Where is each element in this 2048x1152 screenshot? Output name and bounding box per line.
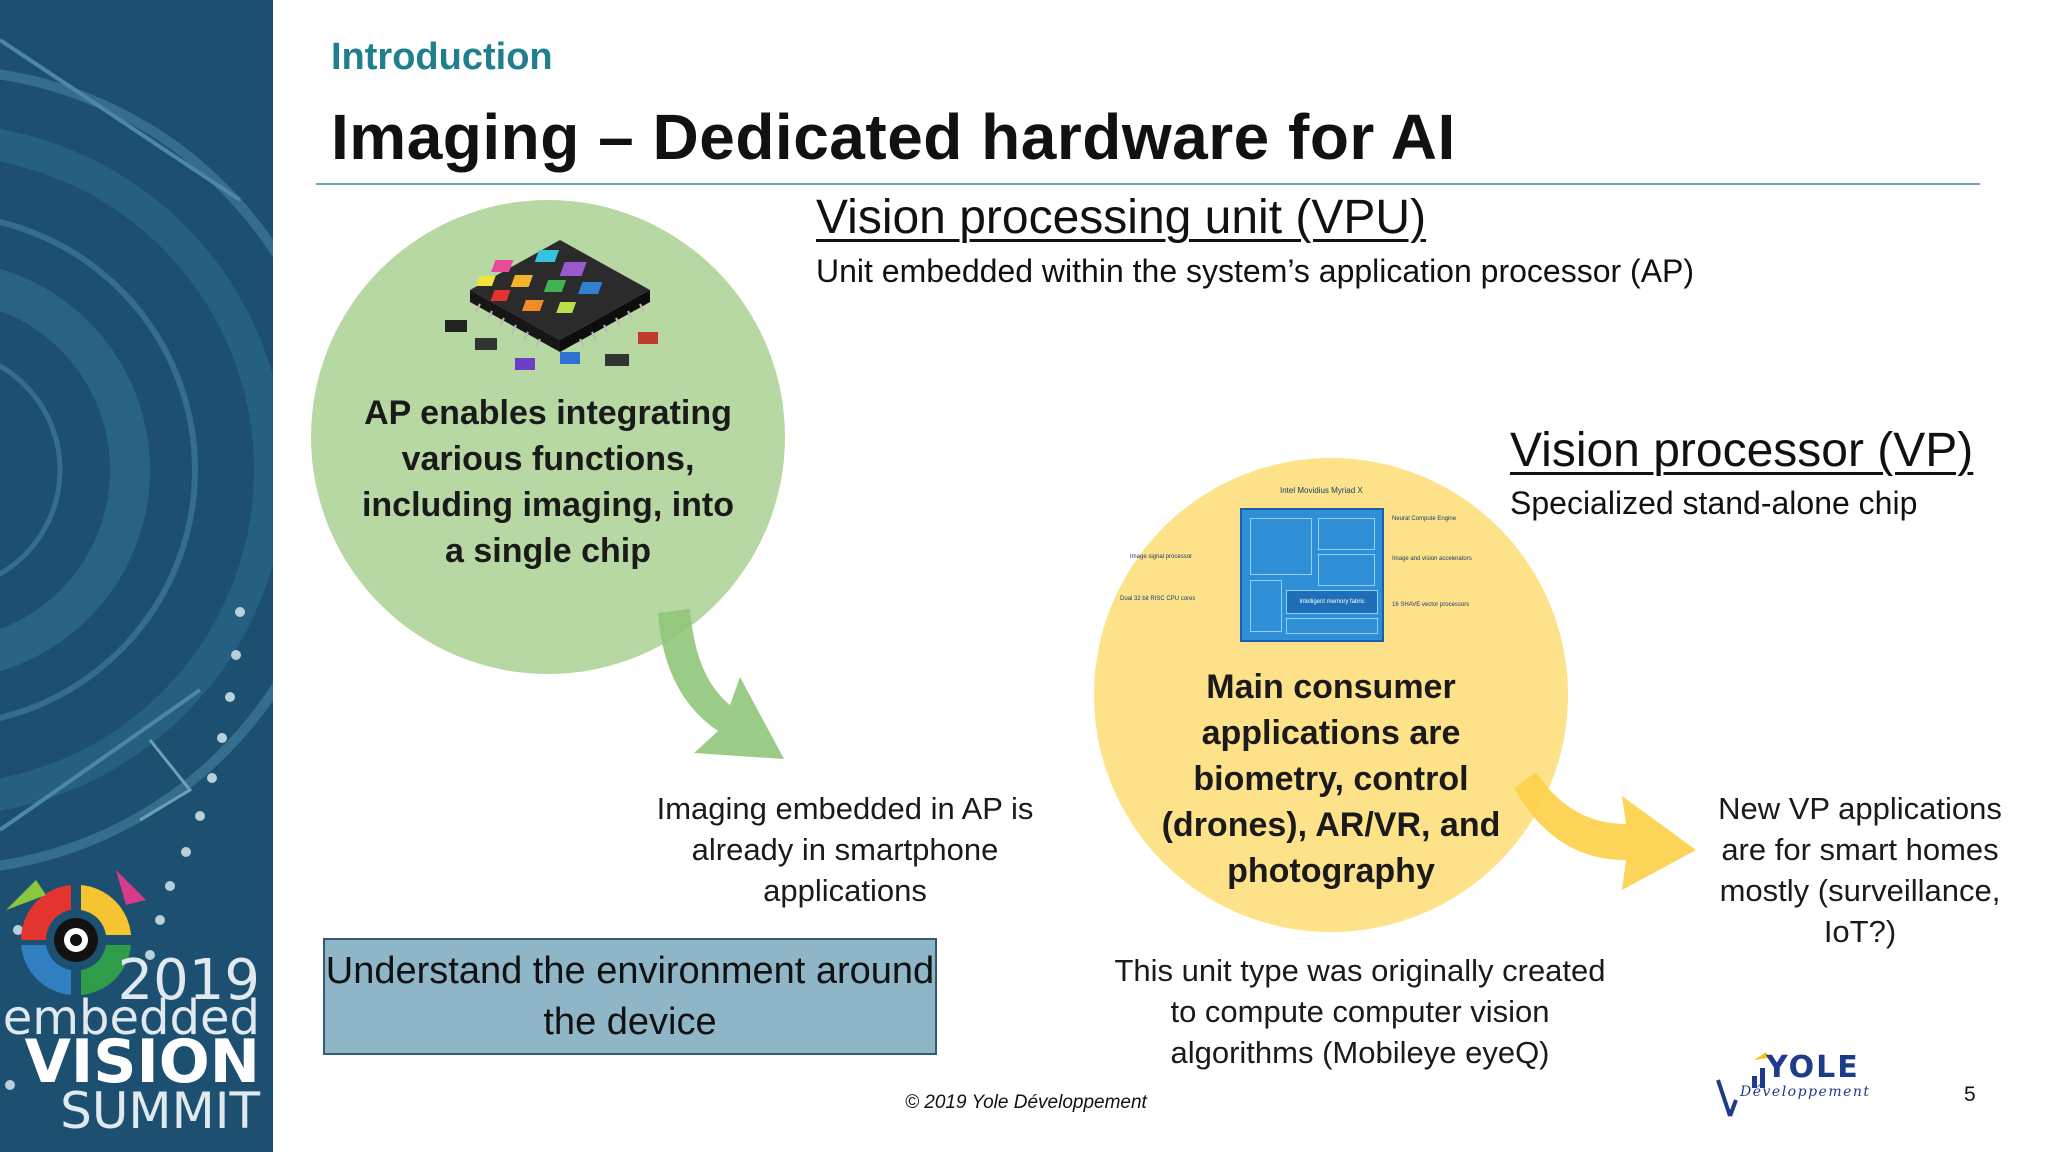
copyright-text: © 2019 Yole Développement bbox=[905, 1092, 1147, 1113]
die-label-cpu: Dual 32 bit RISC CPU cores bbox=[1120, 596, 1196, 602]
die-label-nce: Neural Compute Engine bbox=[1392, 516, 1457, 522]
yole-logo-name: YOLE bbox=[1766, 1050, 1860, 1085]
vpu-subheading: Unit embedded within the system’s applic… bbox=[816, 253, 1695, 289]
die-inner-label: Intelligent memory fabric bbox=[1286, 590, 1378, 614]
callout-box: Understand the environment around the de… bbox=[323, 938, 937, 1055]
page-number: 5 bbox=[1964, 1083, 1976, 1106]
die-label-accel: Image and vision accelerators bbox=[1392, 556, 1472, 562]
ap-circle-text: AP enables integrating various functions… bbox=[361, 394, 735, 570]
vp-heading: Vision processor (VP) bbox=[1510, 424, 1974, 477]
vp-note-below: This unit type was originally created to… bbox=[1114, 953, 1606, 1070]
sidebar-decoration: 2019 embedded VISION SUMMIT bbox=[0, 0, 273, 1152]
vpu-note: Imaging embedded in AP is already in sma… bbox=[656, 791, 1034, 908]
section-label: Introduction bbox=[331, 36, 553, 78]
die-label-isp: Image signal processor bbox=[1130, 554, 1193, 560]
event-logo-embedded: embedded bbox=[2, 990, 260, 1046]
vp-note-right: New VP applications are for smart homes … bbox=[1718, 791, 2002, 949]
die-block: Intelligent memory fabric bbox=[1240, 508, 1384, 642]
soc-chip-image bbox=[445, 240, 658, 370]
die-title: Intel Movidius Myriad X bbox=[1280, 486, 1363, 495]
yole-logo-sub: Développement bbox=[1740, 1084, 1871, 1100]
slide-title: Imaging – Dedicated hardware for AI bbox=[331, 101, 1456, 173]
yole-logo-mark bbox=[1716, 1052, 1768, 1117]
yellow-arrow bbox=[1514, 772, 1696, 890]
sidebar-arcs bbox=[0, 38, 273, 1090]
event-logo-summit: SUMMIT bbox=[60, 1082, 260, 1140]
die-label-shave: 16 SHAVE vector processors bbox=[1392, 602, 1470, 608]
vp-subheading: Specialized stand-alone chip bbox=[1510, 485, 1918, 521]
event-logo-vision: VISION bbox=[24, 1027, 260, 1097]
event-logo-year: 2019 bbox=[117, 948, 260, 1013]
title-divider bbox=[316, 183, 1980, 185]
vpu-die-diagram: Intel Movidius Myriad X Intelligent memo… bbox=[1120, 486, 1510, 656]
vp-circle-text: Main consumer applications are biometry,… bbox=[1161, 668, 1501, 890]
green-arrow bbox=[658, 609, 784, 759]
vpu-heading: Vision processing unit (VPU) bbox=[816, 191, 1427, 244]
